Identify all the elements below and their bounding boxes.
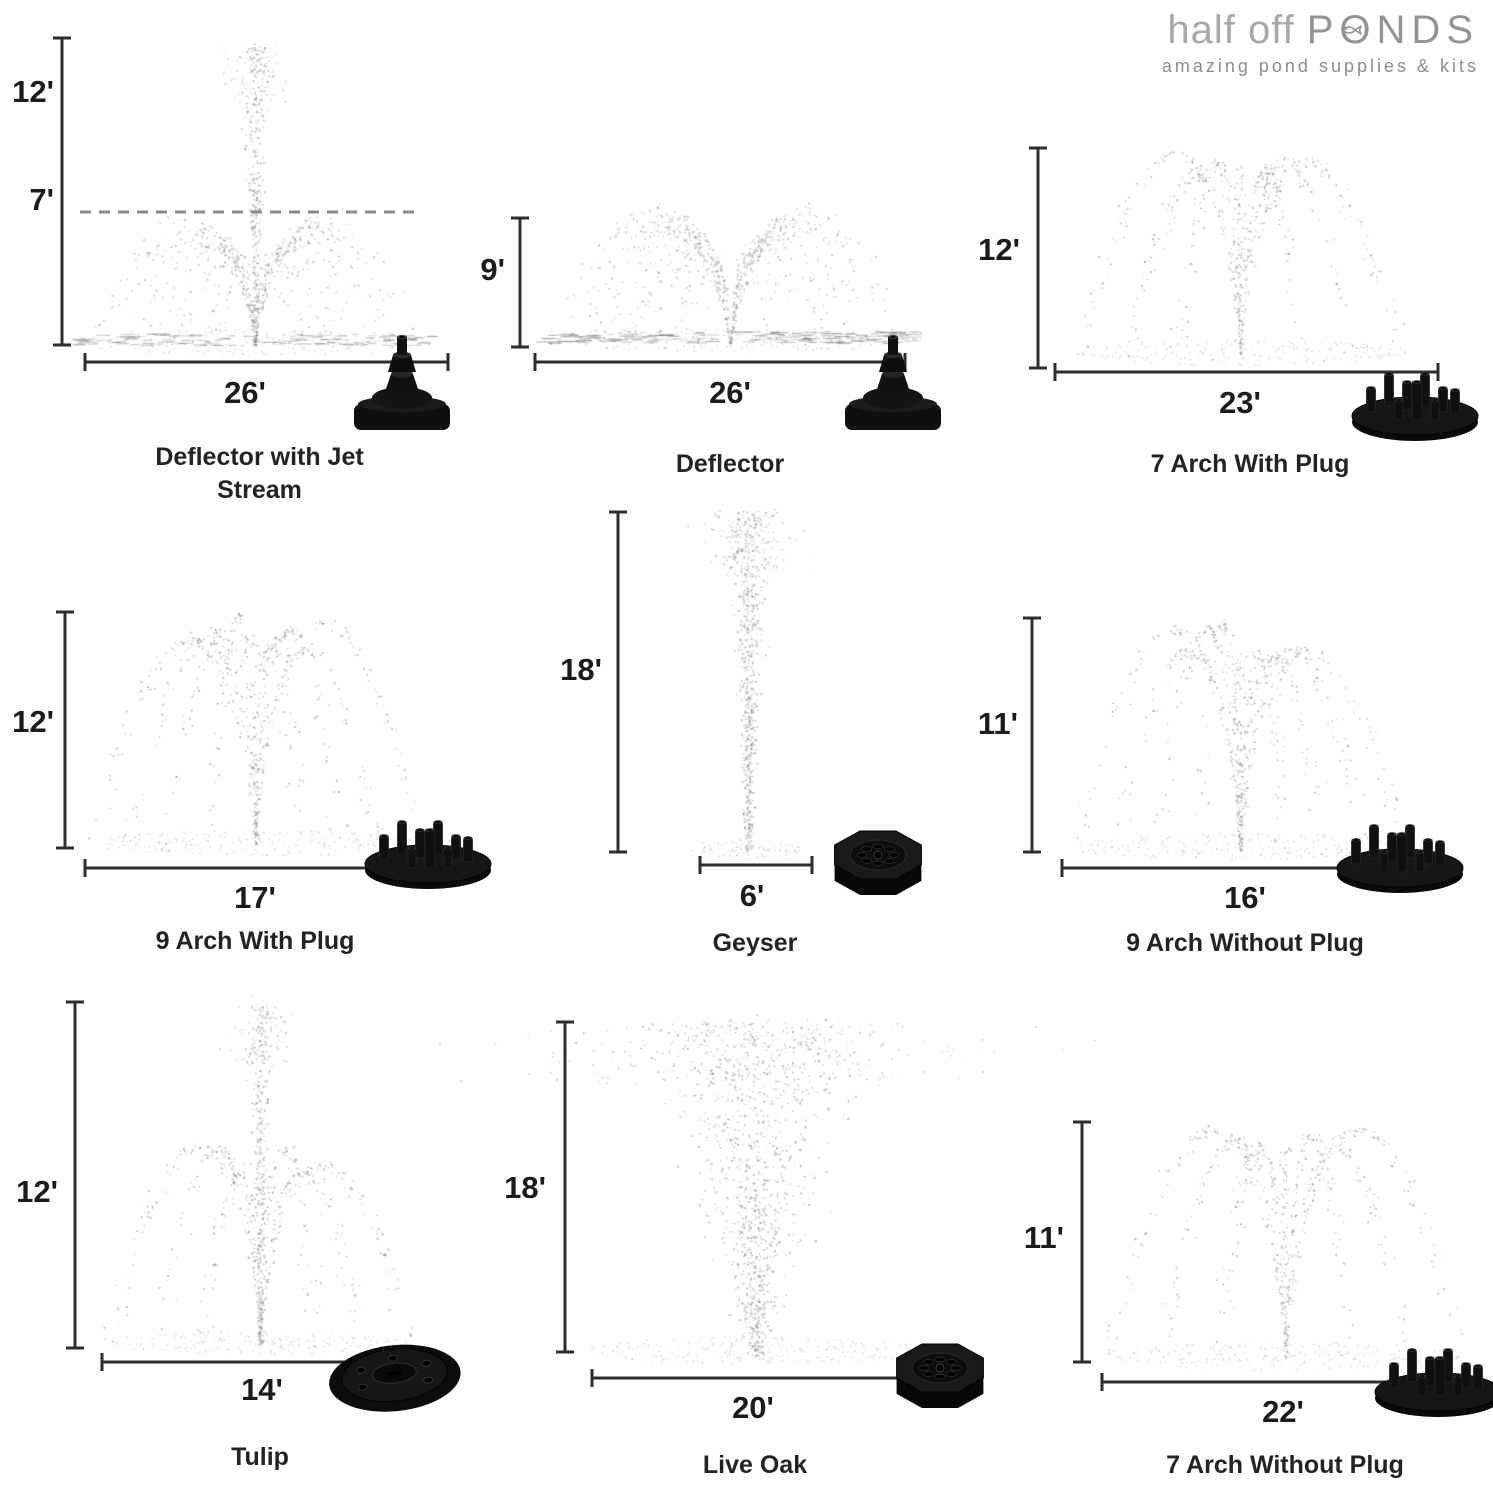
dimension-lines-1 xyxy=(511,216,907,371)
dimension-lines-3 xyxy=(56,610,450,877)
dimension-lines-0 xyxy=(53,36,450,371)
arch-manifold-nozzle-icon xyxy=(1336,824,1464,893)
logo-brand-text: PONDS xyxy=(1306,8,1479,52)
dimension-lines-6 xyxy=(66,1000,427,1371)
logo-prefix: half off xyxy=(1167,8,1295,52)
deflector-nozzle-icon xyxy=(354,335,450,430)
arch-manifold-nozzle-icon xyxy=(364,820,492,889)
arch-manifold-nozzle-icon xyxy=(1351,372,1479,441)
logo-tagline: amazing pond supplies & kits xyxy=(1161,56,1479,76)
dimension-lines-2 xyxy=(1029,146,1440,381)
tulip-disc-nozzle-icon xyxy=(329,1344,461,1412)
logo-brand: PONDS xyxy=(1307,8,1479,53)
dimension-lines-4 xyxy=(609,510,814,874)
geyser-cap-nozzle-icon xyxy=(834,830,922,895)
geyser-cap-nozzle-icon xyxy=(896,1343,984,1408)
deflector-nozzle-icon xyxy=(845,335,941,430)
fish-icon xyxy=(1341,25,1362,35)
dimension-lines-7 xyxy=(556,1020,924,1387)
arch-manifold-nozzle-icon xyxy=(1374,1348,1493,1417)
